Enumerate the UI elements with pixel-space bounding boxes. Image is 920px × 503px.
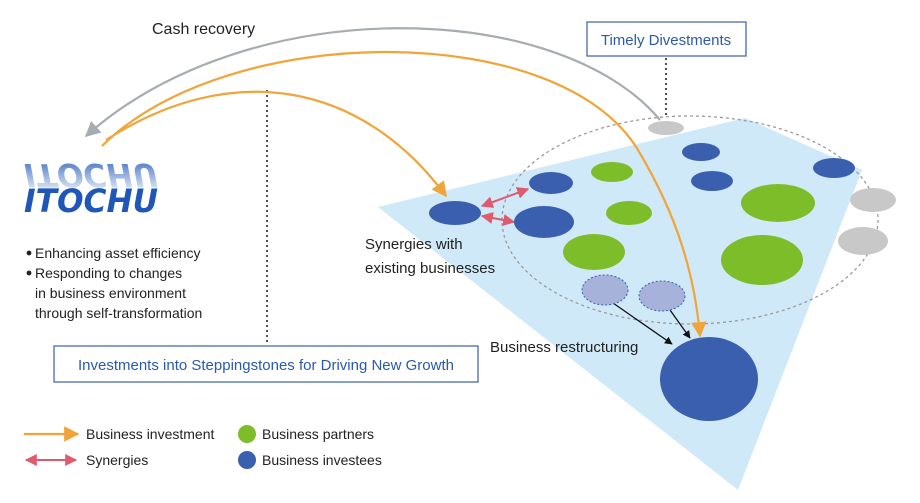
divested-circle	[648, 121, 684, 135]
restructure-circle	[638, 280, 686, 312]
investee-circle	[429, 201, 481, 225]
itochu-logo-text: ITOCHU	[24, 182, 158, 220]
bullet-dot	[26, 270, 32, 276]
restructure-arrow-2	[669, 309, 691, 339]
investment-arrow-restructure	[101, 50, 707, 338]
legend-synergies-label: Synergies	[86, 452, 148, 468]
legend: Business investment Synergies Business p…	[24, 425, 382, 469]
legend-partner-label: Business partners	[262, 426, 374, 442]
bullet-item-2-line1: Responding to changes	[35, 265, 182, 281]
cash-recovery-label: Cash recovery	[152, 21, 255, 38]
bullet-item-1: Enhancing asset efficiency	[35, 245, 201, 261]
investee-circle-large	[660, 337, 758, 421]
itochu-logo-reflection: ITOCHU	[24, 156, 158, 194]
synergies-label-line2: existing businesses	[365, 260, 495, 277]
synergy-arrow-1	[480, 187, 530, 208]
restructure-arrow-1	[612, 302, 673, 345]
legend-partner-dot	[238, 425, 256, 443]
divested-circle	[850, 188, 896, 212]
business-restructuring-label: Business restructuring	[490, 339, 638, 356]
divested-circle	[838, 227, 888, 255]
bullet-item-2-line3: through self-transformation	[35, 305, 202, 321]
partner-circle	[606, 201, 652, 225]
bullet-list: Enhancing asset efficiency Responding to…	[26, 245, 202, 321]
investments-box-label: Investments into Steppingstones for Driv…	[78, 357, 454, 374]
investee-circle	[813, 158, 855, 178]
investee-circle	[529, 172, 573, 194]
investee-circle	[691, 171, 733, 191]
partner-circle	[563, 234, 625, 270]
bullet-item-2-line2: in business environment	[35, 285, 186, 301]
restructure-circle	[581, 274, 629, 306]
synergies-label-line1: Synergies with	[365, 236, 463, 253]
investee-circle	[682, 143, 720, 161]
investment-arrow-synergy	[105, 90, 447, 198]
legend-investee-label: Business investees	[262, 452, 382, 468]
timely-divestments-box	[586, 21, 747, 57]
bullet-dot	[26, 250, 32, 256]
synergy-arrow-2	[480, 212, 516, 226]
investee-circle	[514, 206, 574, 238]
partner-circle	[741, 184, 815, 222]
cash-recovery-arrow	[84, 27, 661, 138]
timely-divestments-label: Timely Divestments	[601, 32, 731, 49]
partner-circle	[721, 235, 803, 285]
partner-circle	[591, 162, 633, 182]
legend-investment-label: Business investment	[86, 426, 215, 442]
itochu-logo: ITOCHU ITOCHU	[24, 156, 158, 220]
investments-box	[53, 345, 479, 383]
legend-investee-dot	[238, 451, 256, 469]
